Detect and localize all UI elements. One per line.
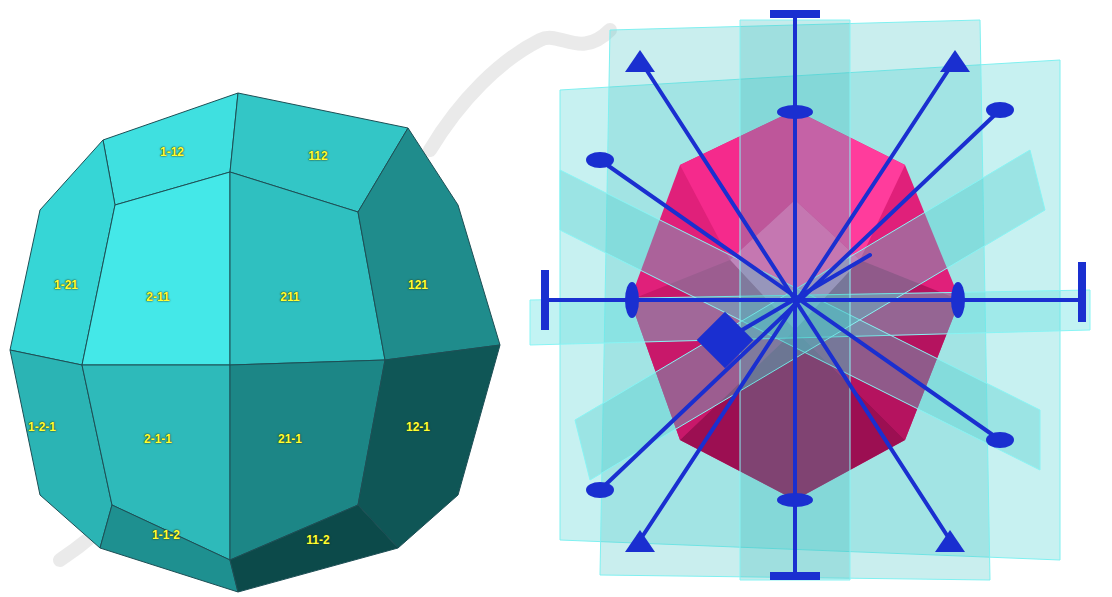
crystal-face <box>82 172 230 365</box>
axis-symbols <box>541 10 1086 580</box>
trapezohedron <box>10 93 500 592</box>
crystal-face <box>358 345 500 548</box>
crystal-face <box>230 505 398 592</box>
face-index: 21-1 <box>278 432 302 446</box>
face-index: 11-2 <box>306 533 329 547</box>
crystal-face <box>358 128 500 360</box>
face-index: 211 <box>280 290 299 304</box>
face-index: 1-1-2 <box>152 528 180 542</box>
face-index: 12-1 <box>406 420 430 434</box>
face-index: 121 <box>408 278 428 292</box>
crystal-face <box>230 172 385 365</box>
face-index: 1-2-1 <box>28 420 56 434</box>
watermark-strokes <box>60 30 610 560</box>
symmetry-axes <box>545 18 1082 578</box>
crystal-face <box>100 505 238 592</box>
face-index: 2-1-1 <box>144 432 172 446</box>
face-index: 1-21 <box>54 278 78 292</box>
face-index: 2-11 <box>146 290 169 304</box>
symmetry-figure <box>530 10 1090 580</box>
face-index: 112 <box>308 149 327 163</box>
face-index: 1-12 <box>160 145 184 159</box>
crystal-face <box>82 365 230 560</box>
